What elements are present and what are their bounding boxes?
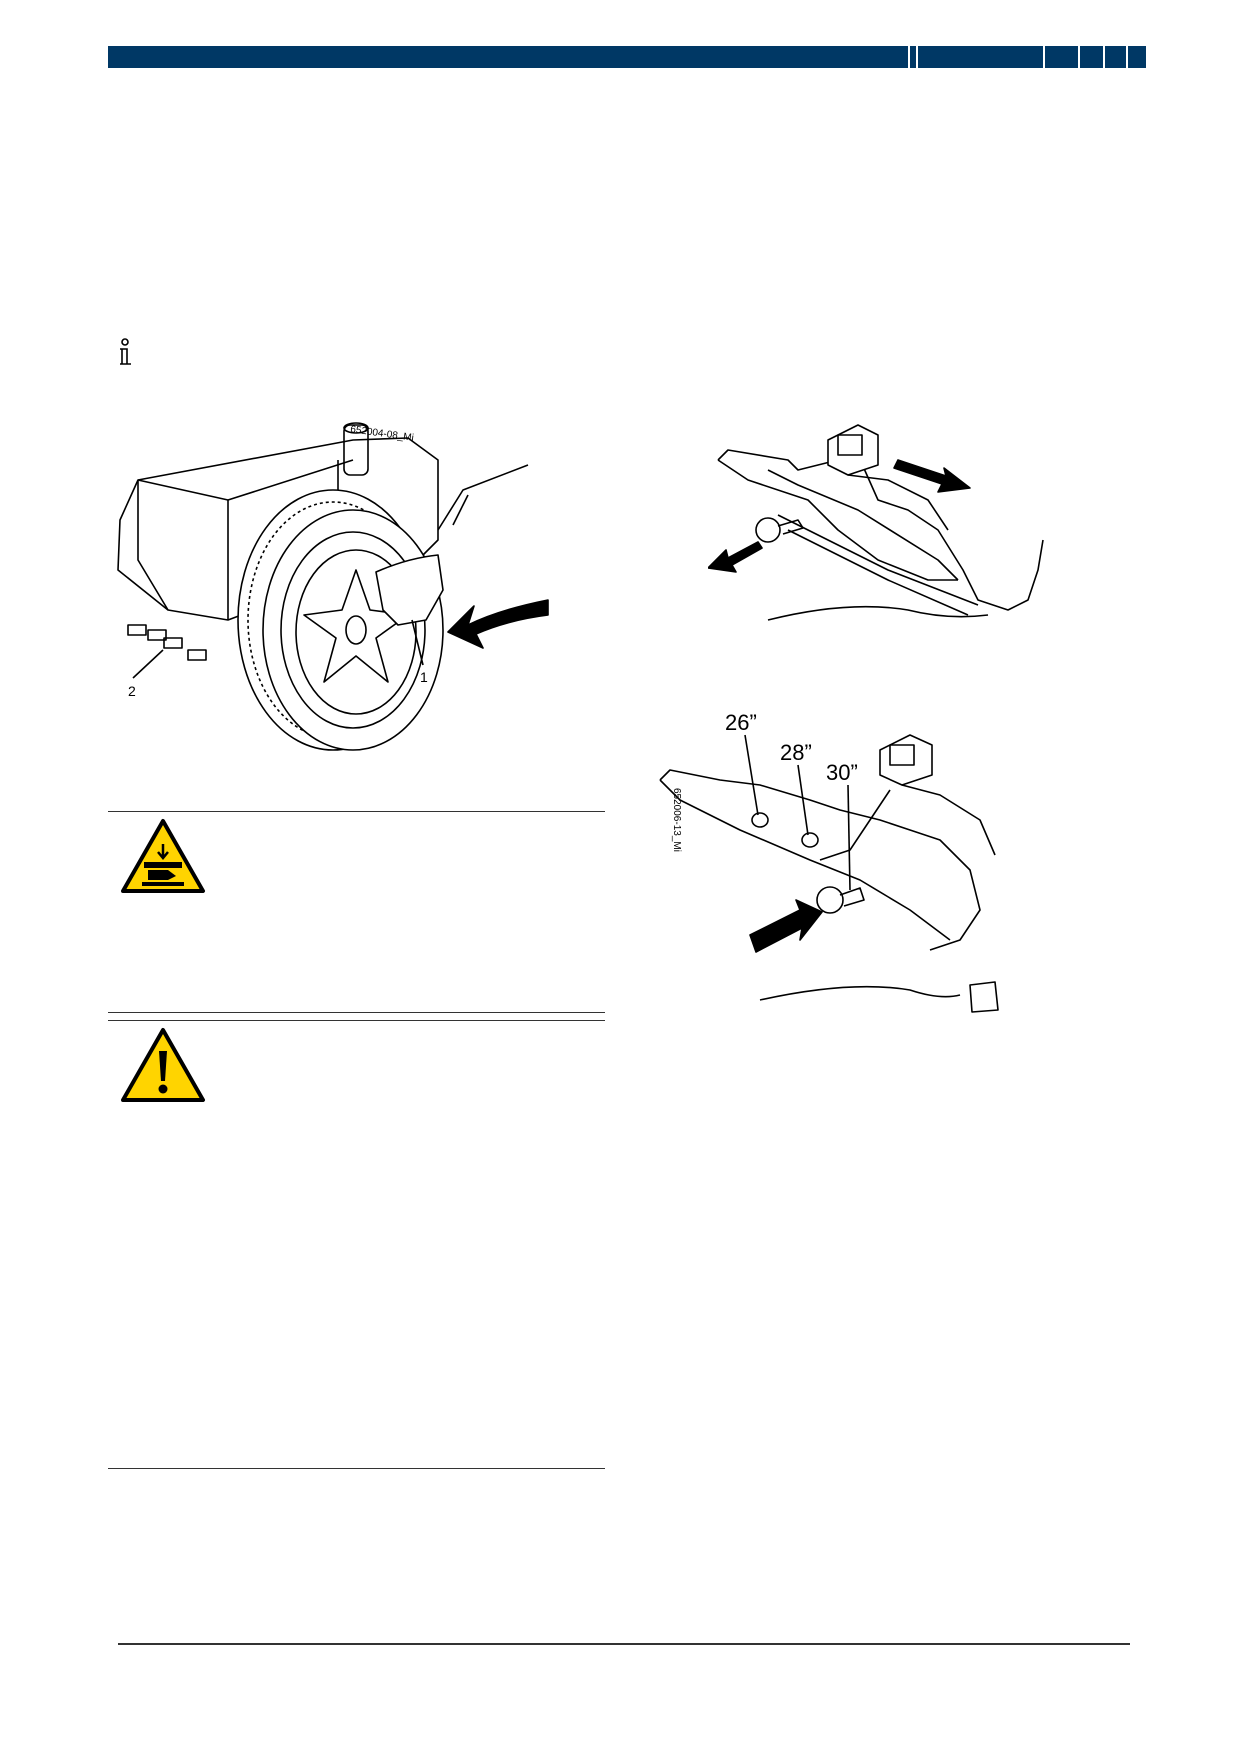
hand-crush-warning-icon [121, 819, 205, 893]
divider [108, 811, 605, 812]
callout-2: 2 [128, 683, 136, 699]
info-icon [120, 338, 131, 365]
divider [108, 1020, 605, 1021]
clamp-jaw-figure-top [708, 424, 1044, 621]
footer-rule [118, 1643, 1130, 1645]
clamp-jaw-figure-bottom: 652006-13_Mi 26” 28” 30” [659, 710, 999, 1013]
header-bar [108, 46, 1146, 68]
exclamation-warning-icon [121, 1028, 205, 1102]
bead-breaker-figure: 652004-08_Mi 1 2 [117, 422, 549, 751]
size-label-26: 26” [725, 710, 757, 735]
size-label-28: 28” [780, 740, 812, 765]
divider [108, 1012, 605, 1013]
figure-code: 652006-13_Mi [671, 788, 682, 852]
callout-1: 1 [420, 669, 428, 685]
size-label-30: 30” [826, 760, 858, 785]
divider [108, 1468, 605, 1469]
